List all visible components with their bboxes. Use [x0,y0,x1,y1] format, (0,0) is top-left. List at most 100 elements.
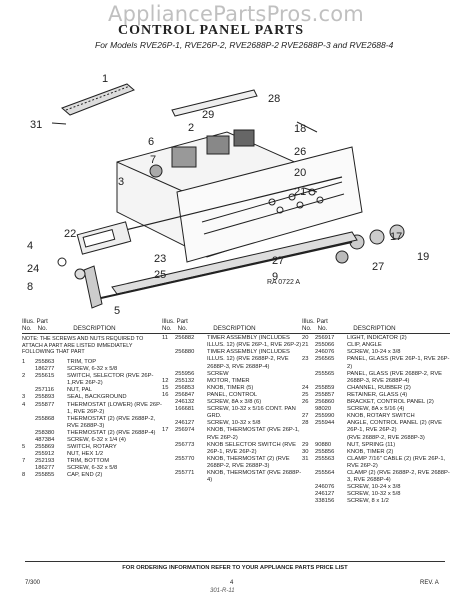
callout-29: 29 [202,109,214,121]
illus-no: 28 [302,420,309,427]
illus-no: 24 [302,384,309,391]
part-description: KNOB, THERMOSTAT (RVE 26P-1, RVE 26P-2) [207,427,300,441]
part-no: 255770 [175,455,195,462]
part-no: 166681 [175,406,195,413]
part-no: 186277 [35,366,55,373]
part-no [315,435,343,442]
part-description: LIGHT, INDICATOR (2) [347,335,407,342]
part-no: 256974 [175,427,195,434]
callout-2: 2 [188,122,194,134]
part-angle [171,89,258,117]
part-description: KNOB, THERMOSTAT (2) (RVE 2688P-2, RVE 2… [207,455,290,469]
callout-7: 7 [150,154,156,166]
illus-no: 7 [22,458,26,465]
page-title: CONTROL PANEL PARTS [118,23,305,38]
illus-no: 15 [162,384,169,391]
part-description: CLAMP 7/16" CABLE (2) (RVE 26P-1, RVE 26… [347,455,446,469]
part-description: TIMER ASSEMBLY (INCLUDES ILLUS. 12) (RVE… [207,349,290,370]
callout-27b: 27 [372,261,384,273]
part-description: KNOB, TIMER (2) [347,448,394,455]
part-no: 338156 [315,498,335,505]
part-row: 255771 KNOB, THERMOSTAT (RVE 2688P-4) [162,470,302,484]
part-no: 256860 [315,399,335,406]
part-description: SCREW, 6-32 x 5/8 [67,366,118,373]
part-no: 255863 [35,358,55,365]
callout-3: 3 [118,176,124,188]
part-no: 246076 [315,349,335,356]
part-description: SCREW, 10-32 x 5/8 [347,491,401,498]
illus-no [162,349,171,370]
illus-no [22,451,31,458]
part-description: SCREW [207,370,229,377]
callout-9: 9 [272,271,278,283]
illus-no: 4 [22,401,26,408]
part-no: 255868 [35,415,55,422]
part-no: 255565 [315,370,335,377]
part-description: SWITCH, ROTARY [67,444,117,451]
illus-no: 21 [302,342,309,349]
part-no: 255893 [35,394,55,401]
part-no: 255771 [175,469,195,476]
part-no: 255857 [315,391,335,398]
part-no: 98020 [315,406,332,413]
part-no: 487384 [35,437,55,443]
ordering-footer: FOR ORDERING INFORMATION REFER TO YOUR A… [122,565,348,571]
callout-6: 6 [148,136,154,148]
watermark: AppliancePartsPros.com [108,2,364,26]
illus-no [302,406,311,413]
part-description: PANEL, GLASS (RVE 2688P-2, RVE 2688P-3, … [347,370,443,384]
part-description: SCREW, 10-24 x 3/8 [347,349,401,356]
column-head: Illus. Part [162,318,188,325]
part-no: 246076 [315,484,335,491]
part-no: 255066 [315,342,335,349]
part-description: NUT, HEX 1/2 [67,451,104,458]
part-no: 258380 [35,429,55,436]
callout-24: 24 [27,263,39,275]
column-head: Illus. Part [302,318,328,325]
part-no: 256773 [175,441,195,448]
illus-no [302,435,311,442]
part-row: 255565 PANEL, GLASS (RVE 2688P-2, RVE 268… [302,371,450,385]
illus-no: 25 [302,391,309,398]
callout-1: 1 [102,73,108,85]
part-description: KNOB SELECTOR SWITCH (RVE 26P-1, RVE 26P… [207,441,297,455]
part-no: 255615 [35,373,55,380]
part-no: 90880 [315,441,332,448]
doc-code: 7/300 [25,580,41,586]
callout-4: 4 [27,240,33,252]
part-description: SWITCH, SELECTOR (RVE 26P-1,RVE 26P-2) [67,373,154,387]
part-description: (RVE 2688P-2, RVE 2688P-3) [347,434,425,441]
part-no: 252193 [35,458,55,465]
handwritten-note: 301-R-11 [210,588,235,594]
part-no: 256853 [175,384,195,391]
part-row: 246076 SCREW, 10-24 x 3/8 [302,349,450,356]
illus-no [162,470,171,484]
illus-no: 17 [162,427,169,434]
illus-no [302,484,311,491]
part-description: TRIM, TOP [67,358,97,365]
illus-no [302,491,311,498]
part-row: 186277 SCREW, 6-32 x 5/8 [22,366,162,373]
callout-28: 28 [268,93,280,105]
part-description: KNOB, THERMOSTAT (RVE 2688P-4) [207,469,302,484]
page-number: 4 [230,580,234,586]
callout-25: 25 [154,269,166,281]
callout-18: 18 [294,123,306,135]
part-no: 255859 [315,384,335,391]
